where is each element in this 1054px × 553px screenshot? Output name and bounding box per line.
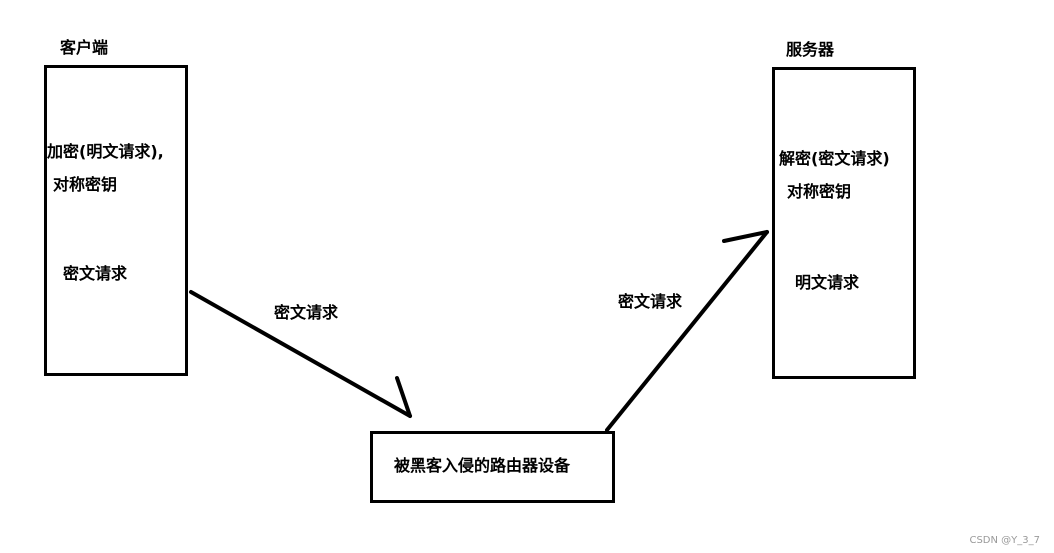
arrow-router-to-server — [605, 230, 769, 432]
router-box — [370, 431, 615, 503]
edge-label-router-to-server: 密文请求 — [618, 292, 683, 311]
server-title: 服务器 — [786, 40, 835, 59]
server-box — [772, 67, 916, 379]
edge-label-client-to-router: 密文请求 — [274, 303, 339, 322]
server-decrypt-label: 解密(密文请求) — [779, 149, 890, 168]
client-encrypt-label: 加密(明文请求), — [47, 142, 164, 161]
client-box — [44, 65, 188, 376]
client-key-label: 对称密钥 — [53, 175, 118, 194]
router-label: 被黑客入侵的路由器设备 — [394, 456, 571, 475]
client-title: 客户端 — [60, 38, 109, 57]
server-plaintext-label: 明文请求 — [795, 273, 860, 292]
server-key-label: 对称密钥 — [787, 182, 852, 201]
client-ciphertext-label: 密文请求 — [63, 264, 128, 283]
watermark: CSDN @Y_3_7 — [969, 535, 1040, 546]
arrow-client-to-router — [189, 290, 412, 418]
